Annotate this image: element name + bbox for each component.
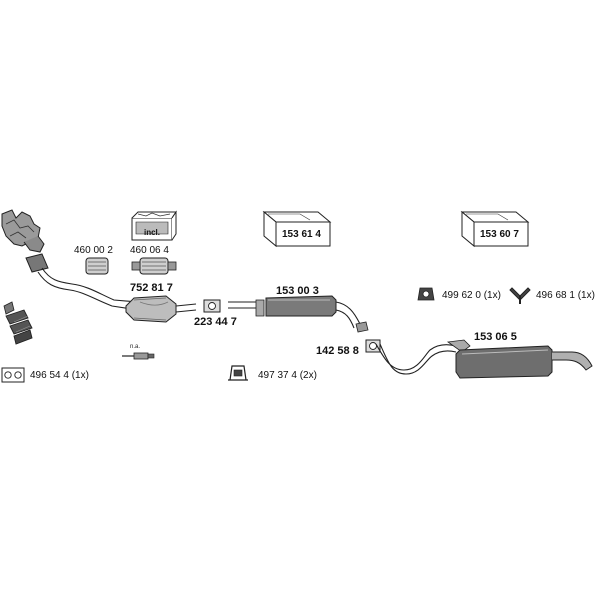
spring-gasket-icon xyxy=(3,301,33,345)
box-label-incl: incl. xyxy=(144,228,161,237)
mounting-kit-box-icon xyxy=(460,210,530,248)
part-label-497374: 497 37 4 (2x) xyxy=(258,370,317,381)
pipe-clamp-icon xyxy=(203,299,221,313)
gasket-icon xyxy=(1,367,25,383)
rear-muffler-icon xyxy=(375,339,593,379)
part-label-223447: 223 44 7 xyxy=(194,316,237,328)
part-label-752817: 752 81 7 xyxy=(130,282,173,294)
note-not-available: n.a. xyxy=(130,344,141,350)
part-label-142588: 142 58 8 xyxy=(316,345,359,357)
pipe-clamp-icon xyxy=(365,339,381,353)
part-label-460064: 460 06 4 xyxy=(130,245,169,256)
part-label-153003: 153 00 3 xyxy=(276,285,319,297)
rubber-mount-icon xyxy=(509,287,531,304)
exhaust-manifold-icon xyxy=(1,209,45,253)
box-label-153614: 153 61 4 xyxy=(282,229,321,240)
part-label-496681: 496 68 1 (1x) xyxy=(536,290,595,301)
box-label-153607: 153 60 7 xyxy=(480,229,519,240)
part-label-460002: 460 00 2 xyxy=(74,245,113,256)
lambda-sensor-icon xyxy=(122,352,155,360)
part-label-499620: 499 62 0 (1x) xyxy=(442,290,501,301)
mounting-bracket-icon xyxy=(228,365,248,381)
flex-joint-icon xyxy=(85,257,177,275)
mounting-kit-box-icon xyxy=(131,210,177,241)
middle-silencer-icon xyxy=(228,295,369,333)
part-label-496544: 496 54 4 (1x) xyxy=(30,370,89,381)
mounting-kit-box-icon xyxy=(262,210,332,248)
part-label-153065: 153 06 5 xyxy=(474,331,517,343)
rubber-mount-icon xyxy=(417,287,435,301)
catalytic-converter-icon xyxy=(125,295,197,323)
front-pipe-icon xyxy=(25,253,139,311)
